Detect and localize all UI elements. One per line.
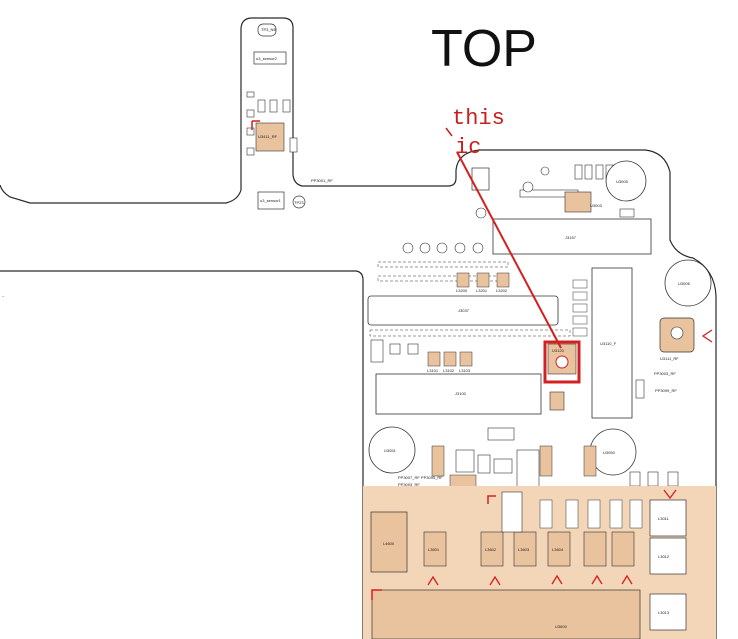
- label-u-right-mid: U3006: [678, 281, 691, 286]
- label-net-3: PP3003_RF: [654, 371, 676, 376]
- label-ind-2: L3602: [485, 547, 497, 552]
- annotation-line-1: this: [452, 106, 505, 131]
- label-tp-top: TP3_NB: [261, 27, 276, 32]
- label-net-2: PP3093_RF: [398, 482, 420, 487]
- top-narrow-area: TP3_NB u3_sensor2 U3411_RF PP3001_RF u3_…: [246, 23, 333, 210]
- label-target-ic: U3120: [552, 348, 565, 353]
- label-conn-large: J3100: [455, 391, 467, 396]
- label-u-3003: U3003: [590, 203, 603, 208]
- label-res-mid-1: L3101: [427, 368, 439, 373]
- target-ic-highlight: [543, 340, 581, 384]
- label-ind-right-1: L3011: [658, 516, 670, 521]
- label-bga: U3600: [555, 624, 568, 629]
- label-ind-1: L3601: [428, 547, 440, 552]
- label-res-1: L3200: [456, 288, 468, 293]
- label-ind-right-2: L3012: [658, 554, 670, 559]
- label-can-left: U3051: [384, 448, 397, 453]
- label-res-3: L3202: [496, 288, 508, 293]
- label-net-4: PP3099_RF: [655, 388, 677, 393]
- bottom-region: L4600 L3601 L3602 L3603 L3604 L3011 L301…: [363, 486, 716, 639]
- label-conn-top: PP3001_RF: [311, 178, 333, 183]
- label-conn-1: J3157: [565, 235, 577, 240]
- annotation-pointer: [456, 151, 562, 349]
- label-pad-right: U3111_RF: [660, 356, 679, 361]
- label-ind-right-3: L3013: [658, 610, 670, 615]
- label-ind-4: L3604: [552, 547, 564, 552]
- board-outline: [0, 17, 717, 639]
- upper-right-area: U3005 U3003 J3157 U3006: [402, 160, 712, 307]
- label-ind-3: L3603: [518, 547, 530, 552]
- annotation: this ic: [445, 106, 562, 349]
- label-u-top-right: U3005: [616, 179, 629, 184]
- label-ic-right: U3110_F: [600, 341, 617, 346]
- label-sensor-1: u3_sensor1: [260, 198, 282, 203]
- diagram-title: TOP: [431, 20, 537, 78]
- label-conn-2: J3037: [458, 308, 470, 313]
- middle-block: J3037 L3200 L3201 L3202 L3101 L3102 L310…: [367, 261, 571, 415]
- label-sensor-2: u3_sensor2: [256, 56, 278, 61]
- label-big-pad: L4600: [383, 541, 395, 546]
- label-res-mid-3: L3103: [459, 368, 471, 373]
- label-tp-mid: TP23: [294, 200, 304, 205]
- label-res-2: L3201: [476, 288, 488, 293]
- label-res-mid-2: L3102: [443, 368, 455, 373]
- label-can-right: U3050: [603, 450, 616, 455]
- svg-text:_: _: [1, 292, 5, 297]
- target-ic-area: U3120 U3110_F U3111_RF PP3003_RF PP3099_…: [543, 267, 713, 419]
- label-net-1: PP3007_RF PP3095_RF: [398, 475, 443, 480]
- label-cap-group: U3411_RF: [258, 134, 278, 139]
